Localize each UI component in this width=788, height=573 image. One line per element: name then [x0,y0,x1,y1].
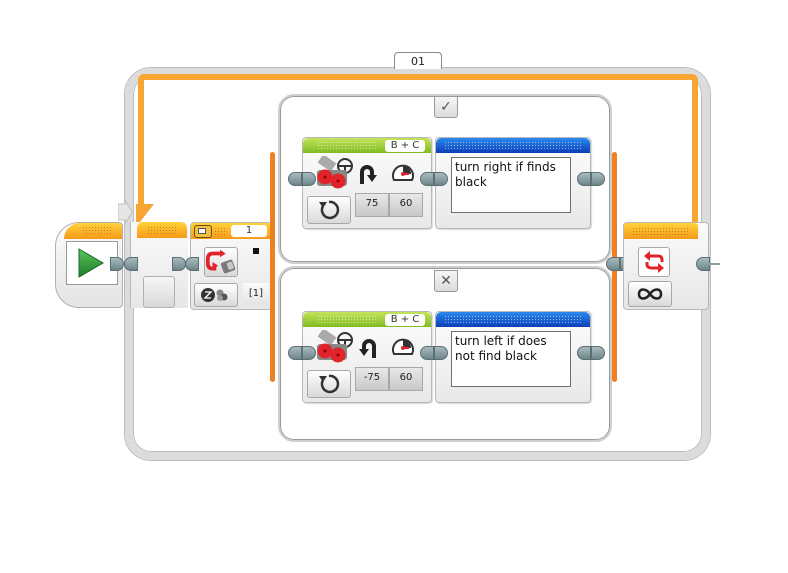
loop-start-tab [143,276,175,308]
switch-block[interactable]: 1 [1] [190,222,272,310]
steering-motors-icon [317,156,353,189]
header-grip [317,141,377,149]
case-false-tab[interactable]: ✕ [434,270,458,292]
power-gauge-icon [392,164,414,181]
steering-1-output-port[interactable] [420,172,434,186]
case-true-exit-port[interactable] [591,172,605,186]
comment-1-input-port[interactable] [434,172,448,186]
comment-block-1[interactable]: turn right if finds black [435,137,591,229]
switch-sensor-button[interactable] [204,247,238,277]
steering-value[interactable]: -75 [355,367,389,391]
comment-block-2[interactable]: turn left if does not find black [435,311,591,403]
header-grip [444,141,582,149]
infinity-icon [637,288,663,300]
play-icon [78,248,104,278]
loop-start-output-port[interactable] [172,257,186,271]
loop-end-header [624,223,698,239]
comment-2-input-port[interactable] [434,346,448,360]
comment-header [436,138,590,153]
steering-header: B + C [303,138,431,153]
switch-header: 1 [191,223,271,239]
steering-1-input-port-inner[interactable] [302,172,316,186]
switch-port-label[interactable]: [1] [243,283,269,305]
loop-name-label[interactable]: 01 [394,52,442,69]
power-gauge-icon [392,338,414,355]
move-steering-block-2[interactable]: B + C -75 60 [302,311,432,403]
steering-turn-right-icon [360,165,377,184]
cross-icon: ✕ [440,273,452,289]
header-grip [147,226,177,234]
header-grip [317,315,377,323]
header-grip [632,227,688,235]
loop-input-port[interactable] [124,257,138,271]
on-rotations-icon [319,200,340,220]
header-grip [82,226,112,234]
power-value[interactable]: 60 [389,367,423,391]
start-block-header [64,223,122,239]
steering-mode-button[interactable] [307,196,351,224]
switch-input-port[interactable] [185,257,199,271]
checkmark-icon: ✓ [440,99,452,115]
loop-wire-left [138,76,144,211]
loop-wire-top [138,74,698,80]
switch-output-marker [253,248,259,254]
case-false-exit-port[interactable] [591,346,605,360]
on-rotations-icon [319,374,340,394]
loop-mode-button[interactable] [628,281,672,307]
motor-ports-label[interactable]: B + C [385,140,425,152]
case-true-tab[interactable]: ✓ [434,96,458,118]
switch-port-value[interactable]: 1 [231,225,267,237]
steering-2-output-port[interactable] [420,346,434,360]
header-grip [214,227,226,235]
move-steering-block-1[interactable]: B + C 75 60 [302,137,432,229]
loop-arrows-icon [644,251,664,273]
steering-2-input-port[interactable] [288,346,302,360]
motor-ports-label[interactable]: B + C [385,314,425,326]
steering-mode-button[interactable] [307,370,351,398]
comment-1-output-port[interactable] [577,172,591,186]
start-button[interactable] [66,241,118,285]
loop-start-header [137,222,187,238]
loop-end-icon-button [638,247,670,277]
loop-end-block[interactable] [623,222,709,310]
steering-motors-icon [317,330,353,363]
comment-text[interactable]: turn left if does not find black [451,331,571,387]
switch-left-bar [270,152,275,382]
steering-turn-left-icon [359,339,376,358]
comment-2-output-port[interactable] [577,346,591,360]
loop-frame-notch [118,200,133,226]
loop-wire-right [692,76,698,226]
comment-header [436,312,590,327]
comment-text[interactable]: turn right if finds black [451,157,571,213]
color-sensor-icon [205,249,236,274]
loop-output-wire [708,263,720,265]
steering-2-input-port-inner[interactable] [302,346,316,360]
header-grip [444,315,582,323]
switch-mode-button[interactable] [194,283,238,307]
loop-wire-arrow-icon [136,204,154,222]
color-mode-icon [201,288,228,302]
start-block[interactable] [55,222,123,308]
switch-view-toggle-icon[interactable] [194,225,212,238]
steering-value[interactable]: 75 [355,193,389,217]
start-output-port[interactable] [110,257,124,271]
power-value[interactable]: 60 [389,193,423,217]
switch-output-port[interactable] [606,257,620,271]
steering-header: B + C [303,312,431,327]
steering-1-input-port[interactable] [288,172,302,186]
